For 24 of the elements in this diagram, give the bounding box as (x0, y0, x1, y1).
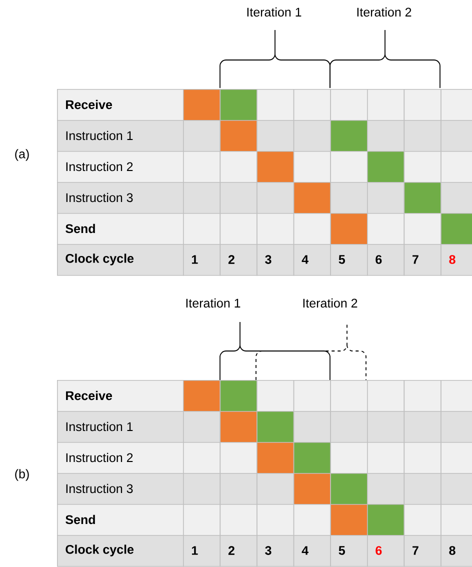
table-cell: 2 (220, 535, 258, 567)
table-cell: 6 (367, 244, 405, 276)
table-cell: 3 (256, 244, 294, 276)
table-cell: 2 (220, 244, 258, 276)
table-cell: 6 (367, 535, 405, 567)
table-cell: 8 (440, 535, 472, 567)
table-cell: 7 (404, 535, 442, 567)
table-cell: 5 (330, 244, 368, 276)
brace-label: Iteration 1 (186, 298, 240, 308)
table-cell: Receive (57, 89, 184, 121)
brace-label: Iteration 2 (303, 298, 358, 308)
table-cell: 5 (330, 535, 368, 567)
table-cell: 3 (256, 535, 294, 567)
panel-label: (a) (15, 149, 29, 161)
table-cell: 1 (183, 244, 221, 276)
brace-label: Iteration 1 (247, 7, 302, 17)
table-cell: Receive (57, 380, 184, 412)
panel-label: (b) (15, 469, 29, 481)
table-cell: 7 (404, 244, 442, 276)
table-cell: 4 (293, 535, 331, 567)
table-cell: 4 (293, 244, 331, 276)
brace-label: Iteration 2 (357, 7, 412, 17)
table-cell: 8 (440, 244, 472, 276)
table-cell: 1 (183, 535, 221, 567)
